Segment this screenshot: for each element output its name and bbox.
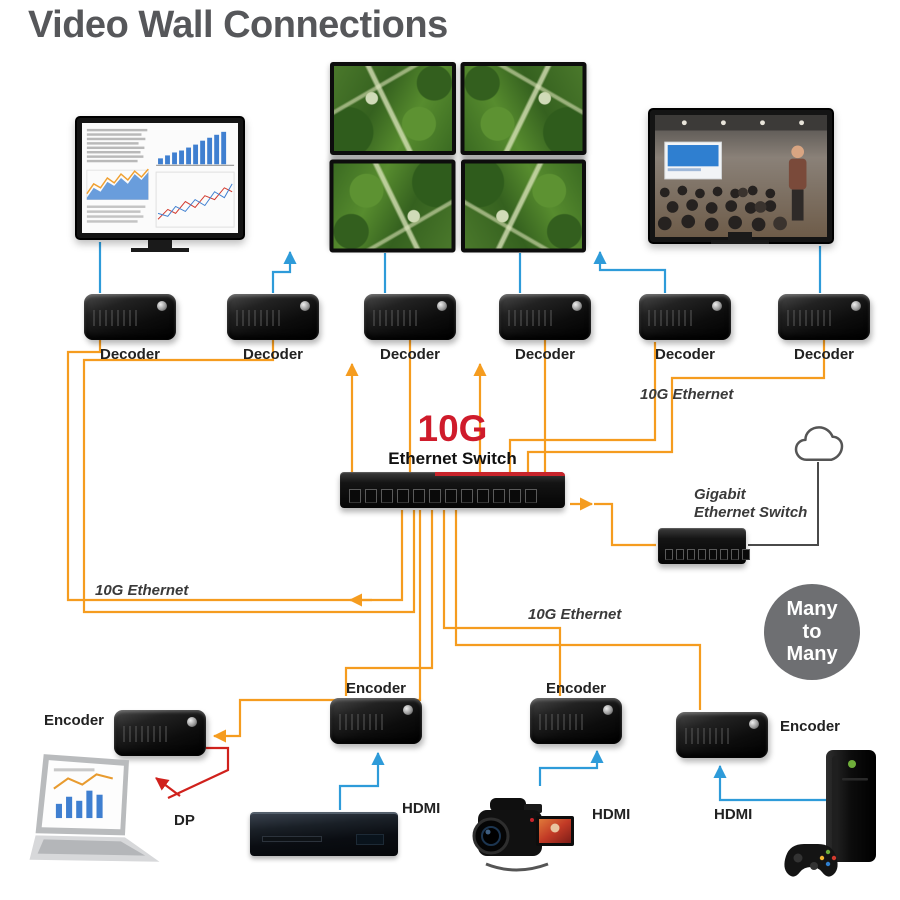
label-10g-ethernet-bottom: 10G Ethernet: [528, 606, 622, 623]
encoder-label-3: Encoder: [545, 680, 606, 697]
encoder-device-2: [330, 698, 422, 744]
switch-10g-device: [340, 472, 565, 508]
decoder-device-3: [364, 294, 456, 340]
badge-line1: Many: [786, 598, 838, 621]
wire-laptop-encoder1: [167, 746, 230, 799]
encoder-label-1: Encoder: [44, 712, 105, 729]
conference-screen: [655, 115, 827, 237]
wire-decoder6-switch: [526, 340, 826, 472]
label-dp: DP: [174, 812, 195, 829]
wire-decoder1-switch-loop: [66, 340, 404, 602]
gigabit-switch-label-line2: Ethernet Switch: [694, 504, 808, 521]
label-hdmi-console: HDMI: [714, 806, 753, 823]
wire-switch-encoder3: [442, 510, 562, 696]
decoder-device-6: [778, 294, 870, 340]
wire-camcorder-encoder3: [538, 749, 604, 786]
decoder-label-3: Decoder: [379, 346, 441, 363]
monitor-stand-base: [131, 248, 189, 252]
decoder-label-2: Decoder: [242, 346, 304, 363]
label-hdmi-bluray: HDMI: [402, 800, 441, 817]
wire-switch-encoder4: [454, 510, 702, 710]
game-controller: [784, 844, 838, 877]
game-console: [784, 750, 876, 877]
wire-switch-encoder2: [344, 510, 434, 696]
gigabit-switch-label-line1: Gigabit: [694, 486, 746, 503]
wire-decoder5-videowall: [593, 250, 667, 293]
decoder-device-4: [499, 294, 591, 340]
decoder-label-6: Decoder: [793, 346, 855, 363]
badge-line3: Many: [786, 643, 838, 666]
wire-switch-decoder5: [508, 342, 657, 472]
wire-console-encoder4: [713, 764, 830, 802]
decoder-label-5: Decoder: [654, 346, 716, 363]
label-10g-ethernet-right: 10G Ethernet: [640, 386, 734, 403]
label-hdmi-camcorder: HDMI: [592, 806, 631, 823]
decoder-device-5: [639, 294, 731, 340]
encoder-device-1: [114, 710, 206, 756]
switch-10g-title: 10G: [417, 408, 488, 449]
wire-decoder2-switch-loop: [82, 340, 416, 614]
decoder-label-4: Decoder: [514, 346, 576, 363]
video-wall-panel: [460, 62, 586, 155]
camcorder: [472, 798, 574, 872]
arrow-dp: [155, 777, 181, 797]
wire-decoder2-videowall: [271, 250, 297, 293]
switch-10g-subtitle: Ethernet Switch: [388, 449, 517, 468]
switch-10g-label: 10G Ethernet Switch: [340, 410, 565, 467]
page-title: Video Wall Connections: [28, 4, 448, 46]
charts-screen: [82, 123, 238, 233]
video-wall-panel: [460, 159, 586, 252]
gigabit-switch-label: Gigabit Ethernet Switch: [694, 486, 807, 522]
switch-ports: [349, 489, 537, 503]
monitor-stand-base: [711, 240, 769, 244]
video-wall-panel: [330, 159, 456, 252]
many-to-many-badge: Many to Many: [764, 584, 860, 680]
gigabit-switch-device: [658, 528, 750, 564]
wire-switch-gigabit: [594, 502, 656, 547]
video-wall: [330, 62, 586, 252]
wire-gigabit-cloud: [748, 462, 819, 546]
encoder-label-2: Encoder: [345, 680, 406, 697]
encoder-device-3: [530, 698, 622, 744]
encoder-label-4: Encoder: [780, 718, 841, 735]
laptop: [29, 754, 160, 862]
monitor-stand: [728, 232, 752, 241]
cloud-icon: [794, 426, 844, 461]
decoder-label-1: Decoder: [99, 346, 161, 363]
label-10g-ethernet-left: 10G Ethernet: [95, 582, 189, 599]
bluray-player: [250, 812, 398, 856]
monitor-charts: [75, 116, 245, 240]
badge-line2: to: [802, 620, 822, 643]
wire-switch-encoder1: [212, 510, 422, 743]
switch-red-accent: [434, 472, 565, 476]
monitor-conference: [648, 108, 834, 244]
encoder-device-4: [676, 712, 768, 758]
video-wall-panel: [330, 62, 456, 155]
gigabit-switch-ports: [665, 549, 750, 560]
wire-bluray-encoder2: [338, 751, 385, 810]
monitor-stand: [148, 240, 172, 249]
decoder-device-2: [227, 294, 319, 340]
decoder-device-1: [84, 294, 176, 340]
